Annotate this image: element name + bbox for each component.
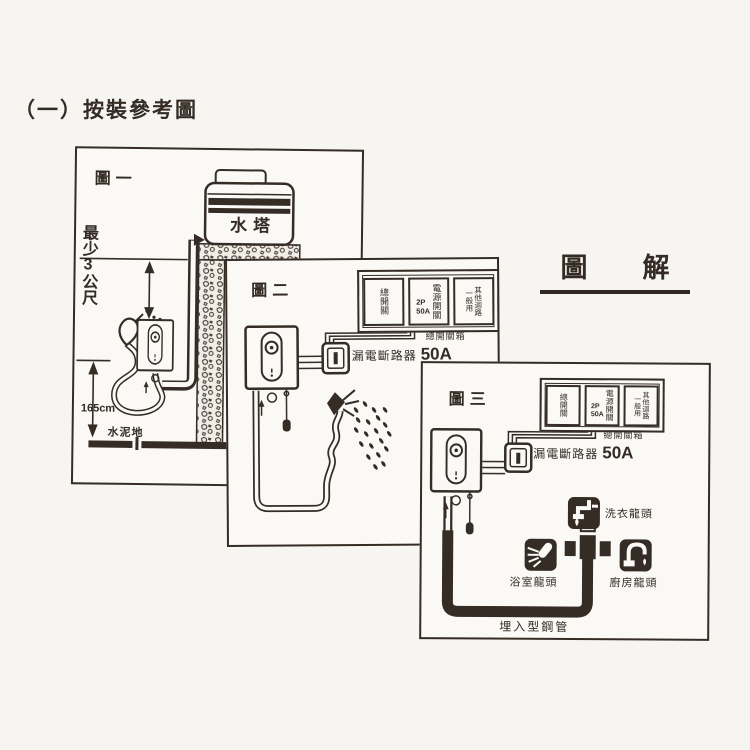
water-heater-icon — [244, 325, 300, 391]
shower-hose — [252, 390, 344, 513]
washer-faucet-label: 洗衣龍頭 — [604, 508, 653, 521]
panel-other-circuits: 一般用 其他迴路 — [623, 384, 659, 427]
panel-main-switch: 總開關 — [545, 384, 581, 426]
dimension-arrow-165cm — [76, 359, 111, 438]
heater-accessories — [257, 388, 292, 433]
kitchen-faucet-label: 廚房龍頭 — [609, 577, 658, 590]
leakage-breaker-icon — [503, 442, 533, 474]
min-distance-label: 最少3公尺 — [79, 224, 98, 306]
water-tower-label: 水塔 — [230, 216, 277, 236]
water-heater-icon — [429, 427, 483, 493]
figure-2-label: 圖二 — [251, 282, 294, 300]
heater-outlet — [143, 374, 160, 394]
supply-pipe — [162, 233, 205, 391]
page-title: （一）按裝參考圖 — [14, 99, 198, 122]
figure-1-label: 圖一 — [94, 170, 137, 189]
panel-other-circuits: 一般用 其他迴路 — [452, 276, 494, 325]
buried-pipe — [441, 496, 594, 618]
buried-pipe-label: 埋入型鋼管 — [499, 619, 570, 635]
figure-1-drawing — [76, 169, 359, 451]
figure-3-label: 圖三 — [448, 391, 491, 409]
water-heater-icon — [136, 318, 175, 372]
concrete-wall — [195, 259, 226, 445]
figure-3-drawing — [429, 427, 652, 618]
switch-box-label: 總開關箱 — [603, 430, 644, 441]
kitchen-faucet-icon — [619, 539, 652, 572]
figure-1-panel: 圖一 水塔 最少3公尺 165cm 水泥地 — [70, 146, 365, 488]
washing-machine-faucet-icon — [567, 497, 600, 530]
leakage-breaker-icon — [321, 341, 351, 375]
bath-faucet-label: 浴室龍頭 — [509, 576, 558, 589]
leakage-breaker-label: 漏電斷路器 50A — [533, 443, 634, 463]
figure-2-drawing — [244, 325, 416, 513]
water-tower — [203, 169, 295, 247]
panel-main-switch: 總開關 — [362, 277, 404, 326]
legend-title: 圖 解 — [540, 246, 690, 294]
switch-box-label: 總開關箱 — [425, 331, 466, 342]
cement-floor-label: 水泥地 — [107, 426, 144, 440]
height-165-label: 165cm — [80, 402, 116, 415]
spray-dots — [353, 401, 392, 470]
wires-breaker-to-heater — [298, 355, 323, 370]
shower-hose — [111, 341, 166, 416]
wires-breaker-to-heater — [482, 460, 506, 475]
shower-head — [327, 389, 360, 417]
shower-head-icon — [524, 538, 557, 571]
